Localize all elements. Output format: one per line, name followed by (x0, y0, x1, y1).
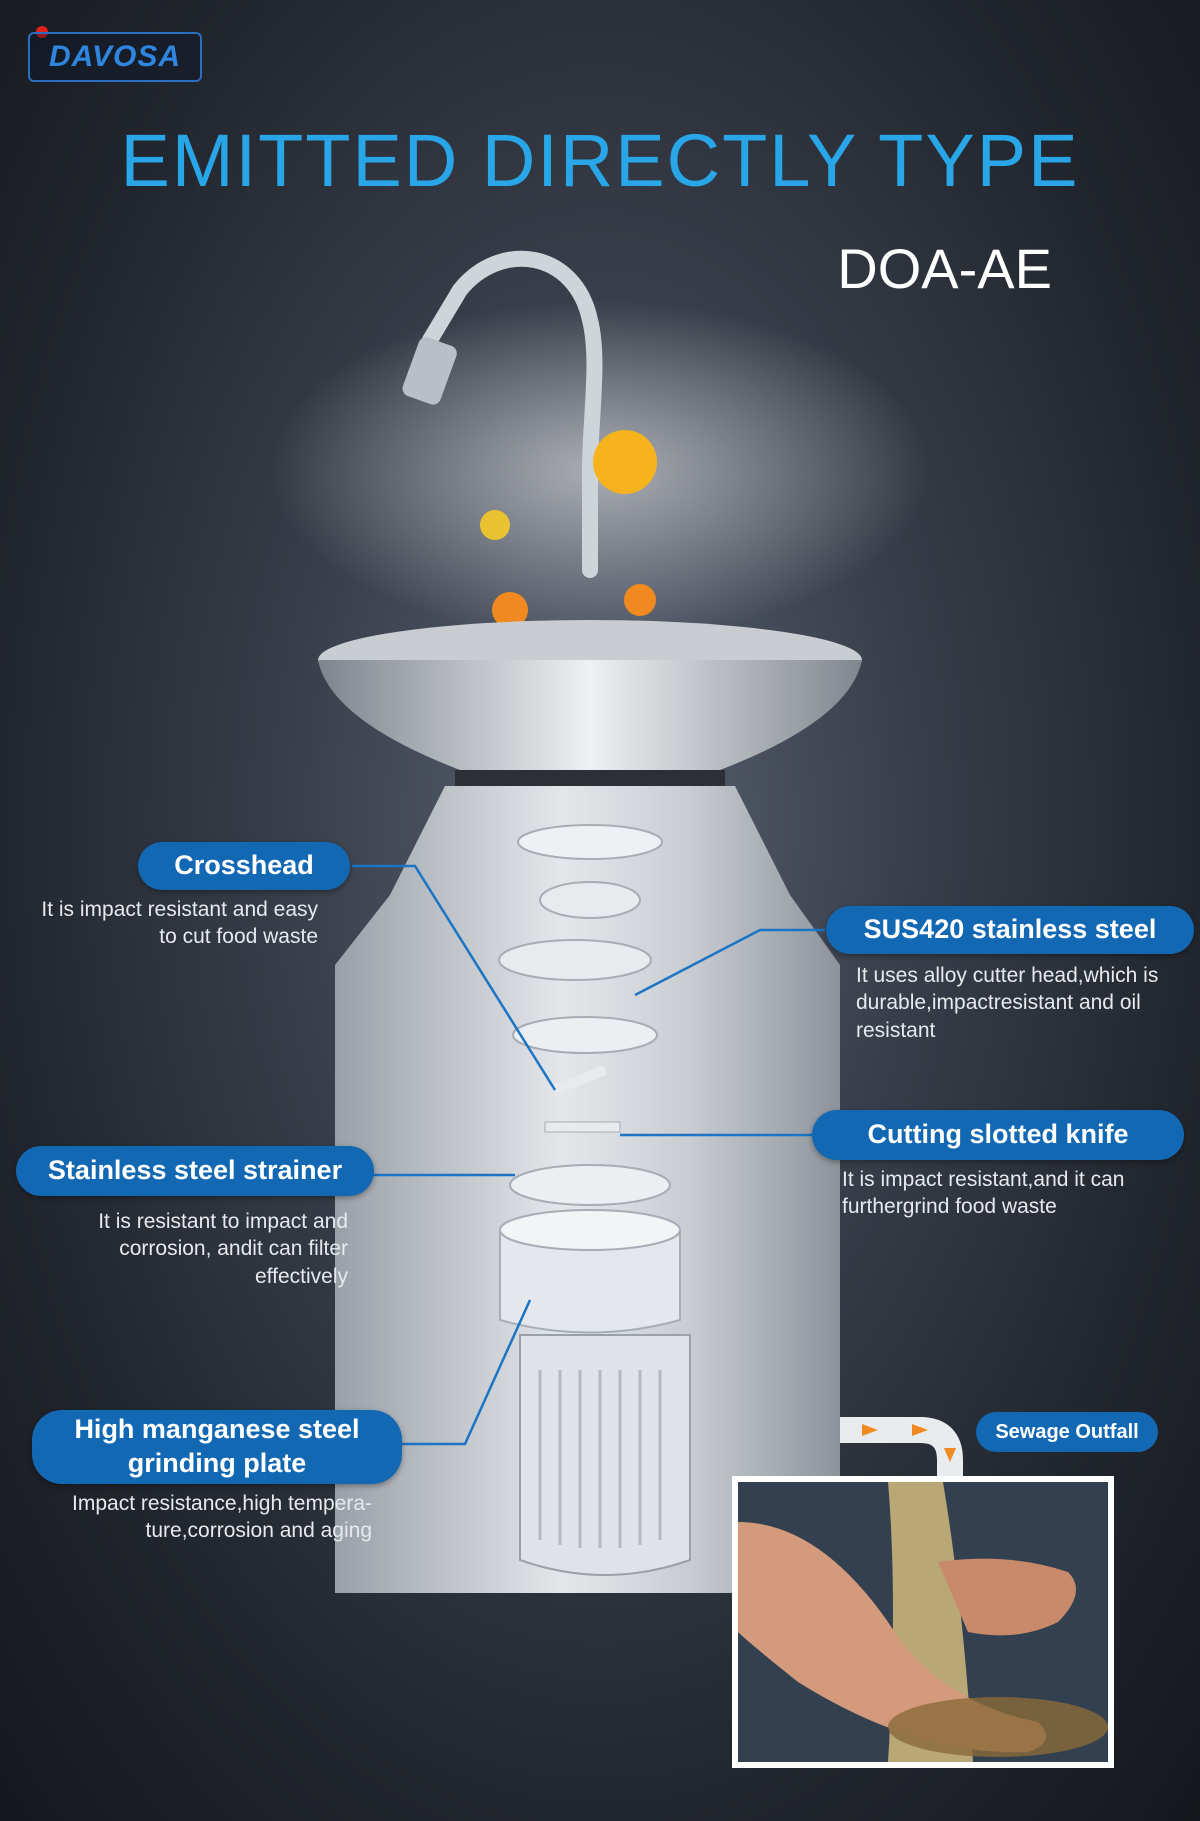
label-cutting-knife: Cutting slotted knife (812, 1110, 1184, 1160)
splash-pool (888, 1697, 1108, 1757)
desc-strainer: It is resistant to impact and corrosion,… (98, 1210, 348, 1288)
faucet (422, 250, 603, 578)
page-title: EMITTED DIRECTLY TYPE (120, 119, 1080, 202)
sink-bowl (318, 660, 862, 770)
desc-crosshead: It is impact resistant and easy to cut f… (41, 898, 318, 949)
part-plate (512, 1016, 658, 1054)
label-sus420: SUS420 stainless steel (826, 906, 1194, 954)
part-ring (517, 824, 663, 860)
label-crosshead: Crosshead (138, 842, 350, 890)
faucet-head (402, 337, 457, 405)
leader-crosshead (352, 864, 557, 1091)
part-crosshead-top (498, 939, 652, 981)
flow-arrow (912, 1424, 928, 1436)
motor (519, 1334, 691, 1576)
hand (738, 1522, 1046, 1753)
model-number: DOA-AE (837, 237, 1052, 300)
disposer-upper-body (335, 786, 840, 965)
sewage-outfall-label: Sewage Outfall (976, 1412, 1158, 1452)
motor-fins (538, 1370, 662, 1548)
part-cutting-knife (544, 1121, 621, 1133)
desc-grinding-plate: Impact resistance,high tempera- ture,cor… (72, 1492, 372, 1543)
part-crosshead (553, 1065, 607, 1095)
flow-arrow (862, 1424, 878, 1436)
orange-slice (593, 430, 657, 494)
bowl-collar (455, 770, 725, 786)
flow-arrow (944, 1448, 956, 1462)
part-strainer (509, 1164, 671, 1206)
hand (938, 1558, 1076, 1636)
brand-logo: DAVOSA (28, 32, 202, 82)
label-grinding-plate: High manganese steel grinding plate (32, 1410, 402, 1484)
leader-grinding-plate (400, 1299, 532, 1446)
label-strainer: Stainless steel strainer (16, 1146, 374, 1196)
desc-cutting-knife: It is impact resistant,and it can furthe… (842, 1168, 1125, 1219)
lemon-peel (480, 510, 510, 540)
part-cone (539, 881, 641, 919)
orange-peel (624, 584, 656, 616)
desc-sus420: It uses alloy cutter head,which is durab… (856, 964, 1159, 1042)
part-grinding-cup (499, 1229, 681, 1334)
leader-sus420 (634, 928, 825, 997)
orange-peel (492, 592, 528, 628)
outfall-photo (732, 1476, 1114, 1768)
